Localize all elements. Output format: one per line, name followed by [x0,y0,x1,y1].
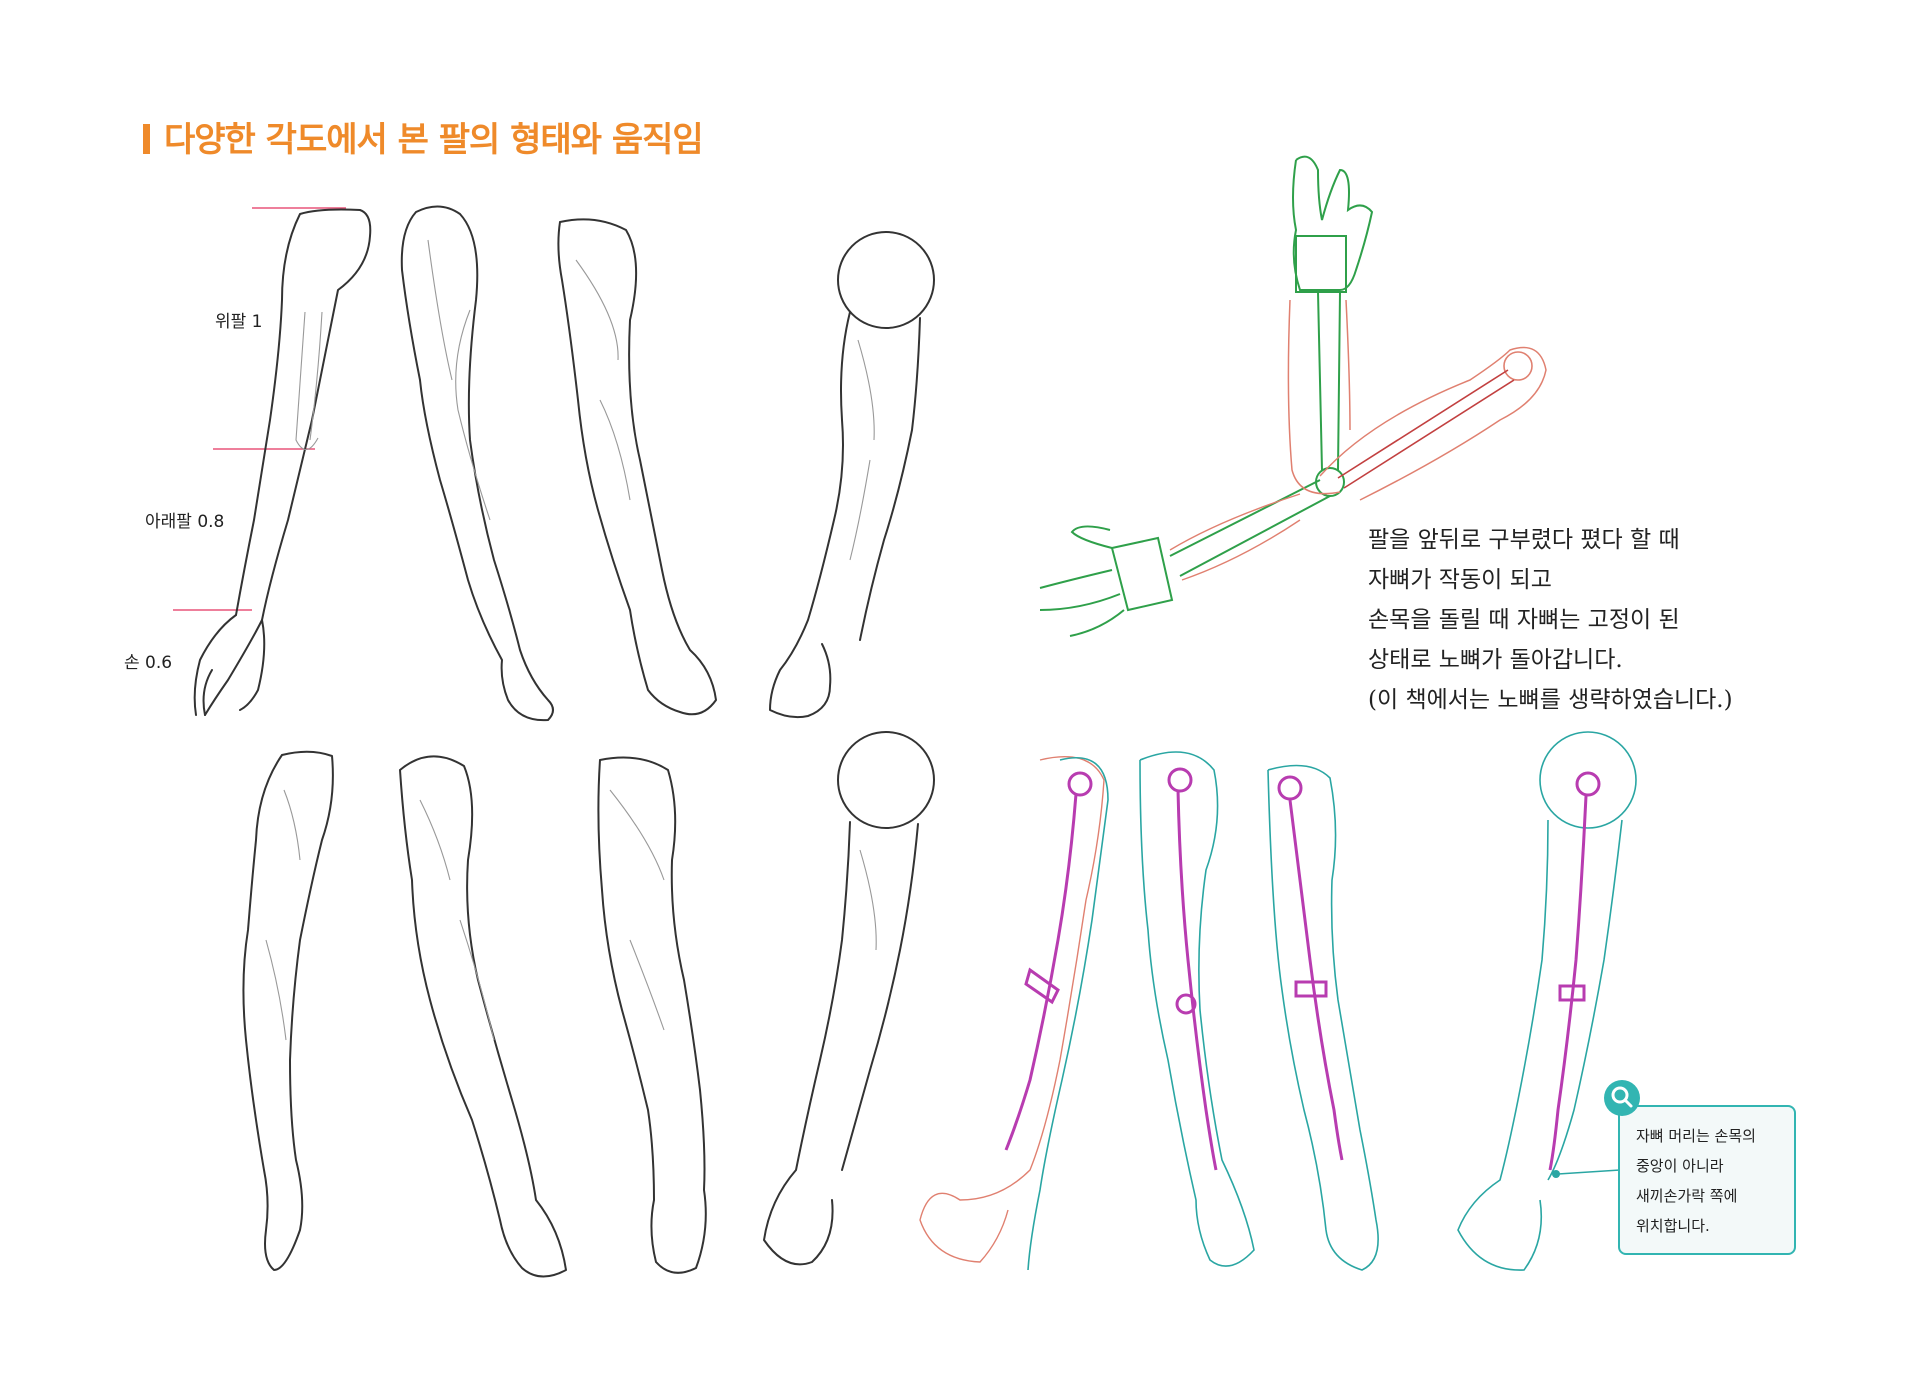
skeleton-arm-2 [1139,751,1255,1267]
bent-arm-diagram [1039,155,1547,637]
skeleton-arm-3 [1267,764,1379,1271]
page-title: 다양한 각도에서 본 팔의 형태와 움직임 [143,112,704,161]
arm-sketch-bottom-3 [597,756,707,1274]
magnifier-icon [1604,1080,1640,1116]
label-forearm: 아래팔 0.8 [145,512,225,532]
arm-sketch-bottom-1 [242,750,334,1271]
arm-sketch-bottom-2 [399,755,567,1278]
movement-note: 팔을 앞뒤로 구부렸다 폈다 할 때 자뼈가 작동이 되고 손목을 돌릴 때 자… [1368,520,1733,720]
page-title-text: 다양한 각도에서 본 팔의 형태와 움직임 [164,120,704,160]
label-hand: 손 0.6 [124,653,173,673]
ulna-head-callout: 자뼈 머리는 손목의 중앙이 아니라 새끼손가락 쪽에 위치합니다. [1618,1105,1796,1255]
arm-sketch-bottom-4 [763,731,935,1266]
callout-line-2: 중앙이 아니라 [1636,1157,1724,1175]
proportion-guide-lines [173,207,346,611]
note-line-3: 손목을 돌릴 때 자뼈는 고정이 된 [1368,607,1680,633]
label-upper-arm: 위팔 1 [215,312,263,332]
note-line-5: (이 책에서는 노뼈를 생략하였습니다.) [1368,687,1733,713]
arm-sketch-top-4 [769,231,935,719]
note-line-4: 상태로 노뼈가 돌아갑니다. [1368,647,1623,673]
skeleton-arm-4 [1457,731,1637,1271]
arm-sketch-top-3 [557,218,717,716]
title-bar-mark [143,124,150,154]
callout-line-3: 새끼손가락 쪽에 [1636,1187,1738,1205]
note-line-2: 자뼈가 작동이 되고 [1368,567,1552,593]
callout-line-4: 위치합니다. [1636,1217,1710,1235]
callout-line-1: 자뼈 머리는 손목의 [1636,1127,1756,1145]
arm-sketch-top-2 [400,205,554,722]
skeleton-arm-1 [919,756,1109,1271]
arm-sketch-top-1 [193,208,372,716]
note-line-1: 팔을 앞뒤로 구부렸다 폈다 할 때 [1368,527,1680,553]
